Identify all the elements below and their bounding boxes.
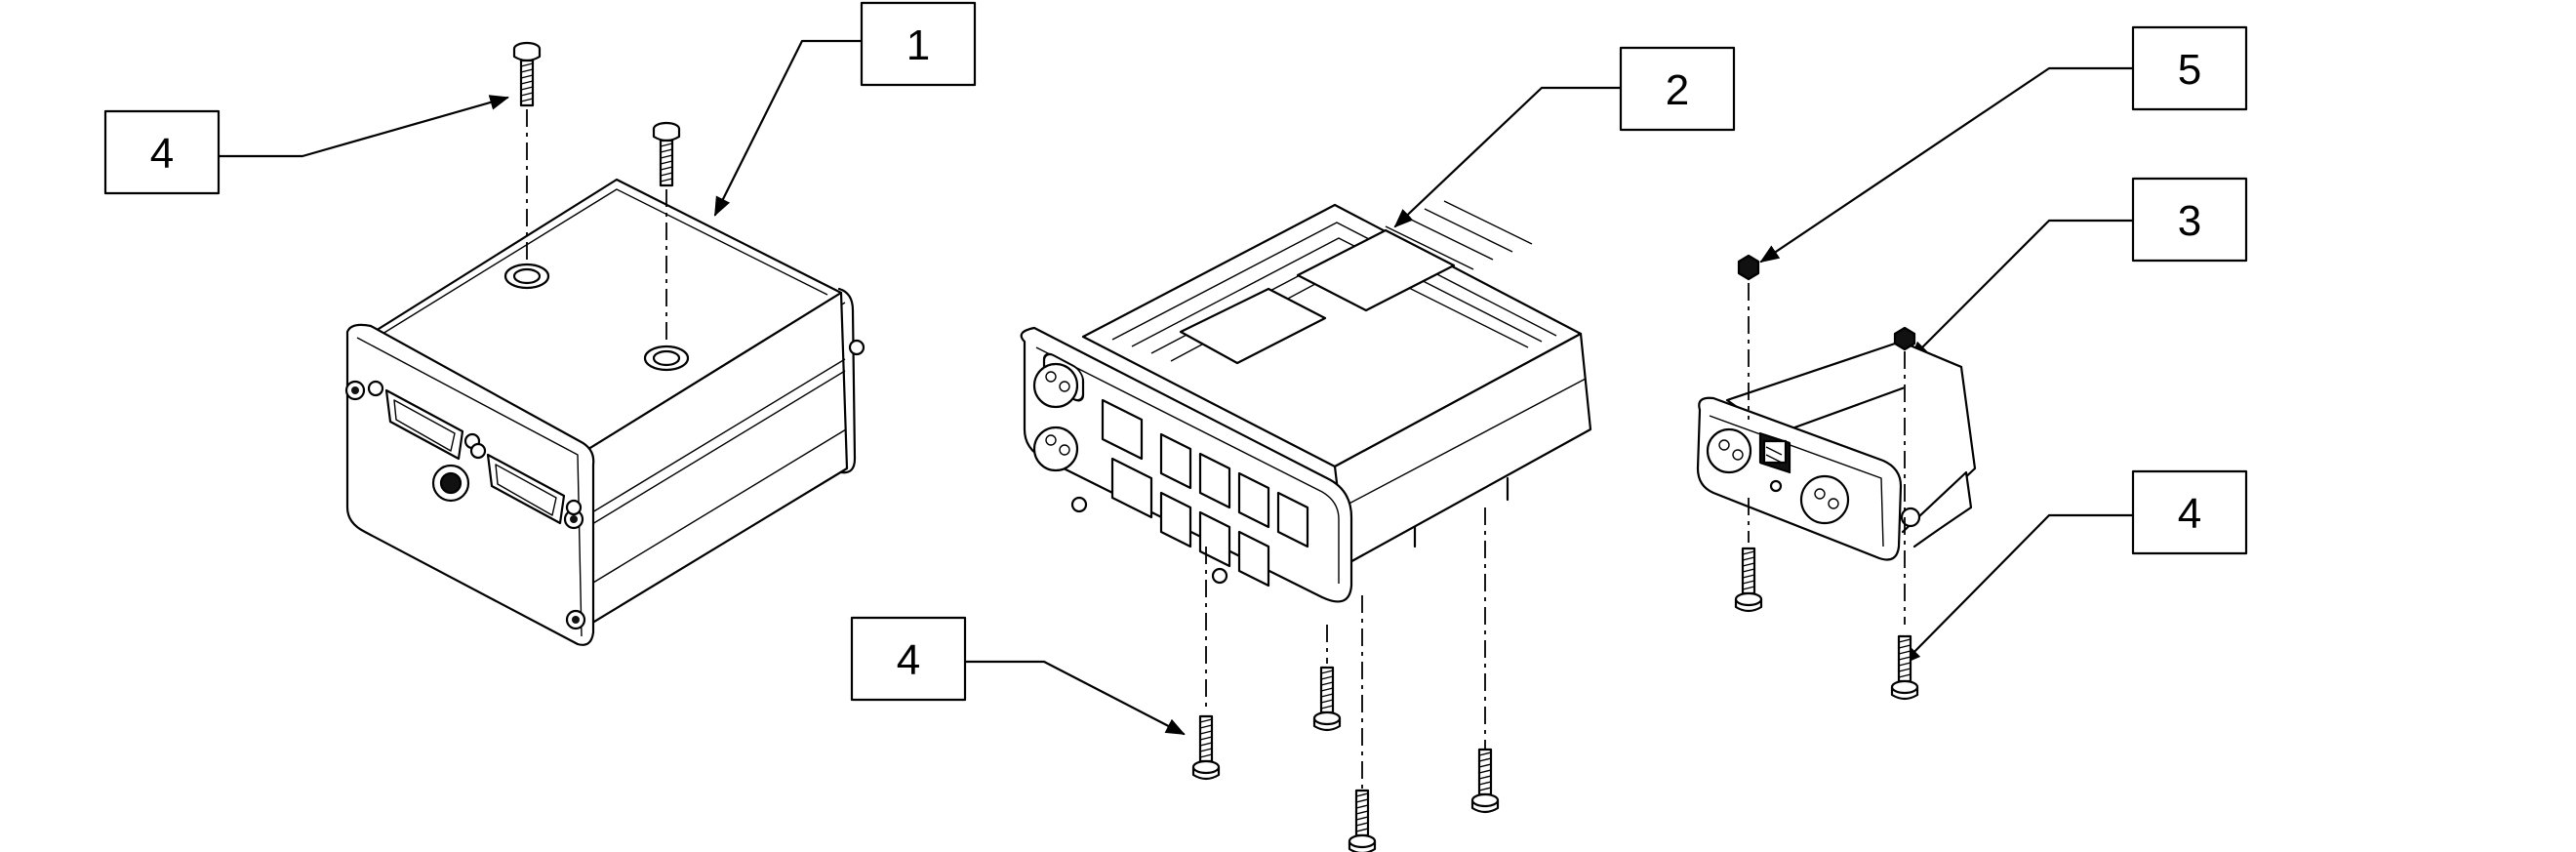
- callout-1: 1: [860, 1, 977, 87]
- callout-4-bottom-label: 4: [897, 636, 920, 684]
- callout-5-label: 5: [2178, 46, 2201, 94]
- part-3-module: [1696, 340, 1977, 561]
- callout-1-label: 1: [906, 21, 930, 69]
- callout-4-right: 4: [2131, 469, 2248, 555]
- leader-lines: [217, 39, 2135, 736]
- callout-4-bottom: 4: [850, 616, 967, 702]
- callout-3: 3: [2131, 177, 2248, 263]
- callout-3-label: 3: [2178, 197, 2201, 245]
- part-2-screws: [1191, 507, 1500, 852]
- callout-2-label: 2: [1666, 66, 1689, 114]
- part-1-enclosure: [344, 178, 865, 646]
- callout-2: 2: [1619, 46, 1736, 132]
- part-2-controller: [1020, 200, 1592, 603]
- callout-4-right-label: 4: [2178, 490, 2201, 538]
- callout-4-left-label: 4: [150, 130, 174, 178]
- callout-5: 5: [2131, 25, 2248, 111]
- callout-4-left: 4: [103, 109, 221, 195]
- part-1-screws: [512, 41, 681, 344]
- part-3-hardware: [1734, 254, 1919, 701]
